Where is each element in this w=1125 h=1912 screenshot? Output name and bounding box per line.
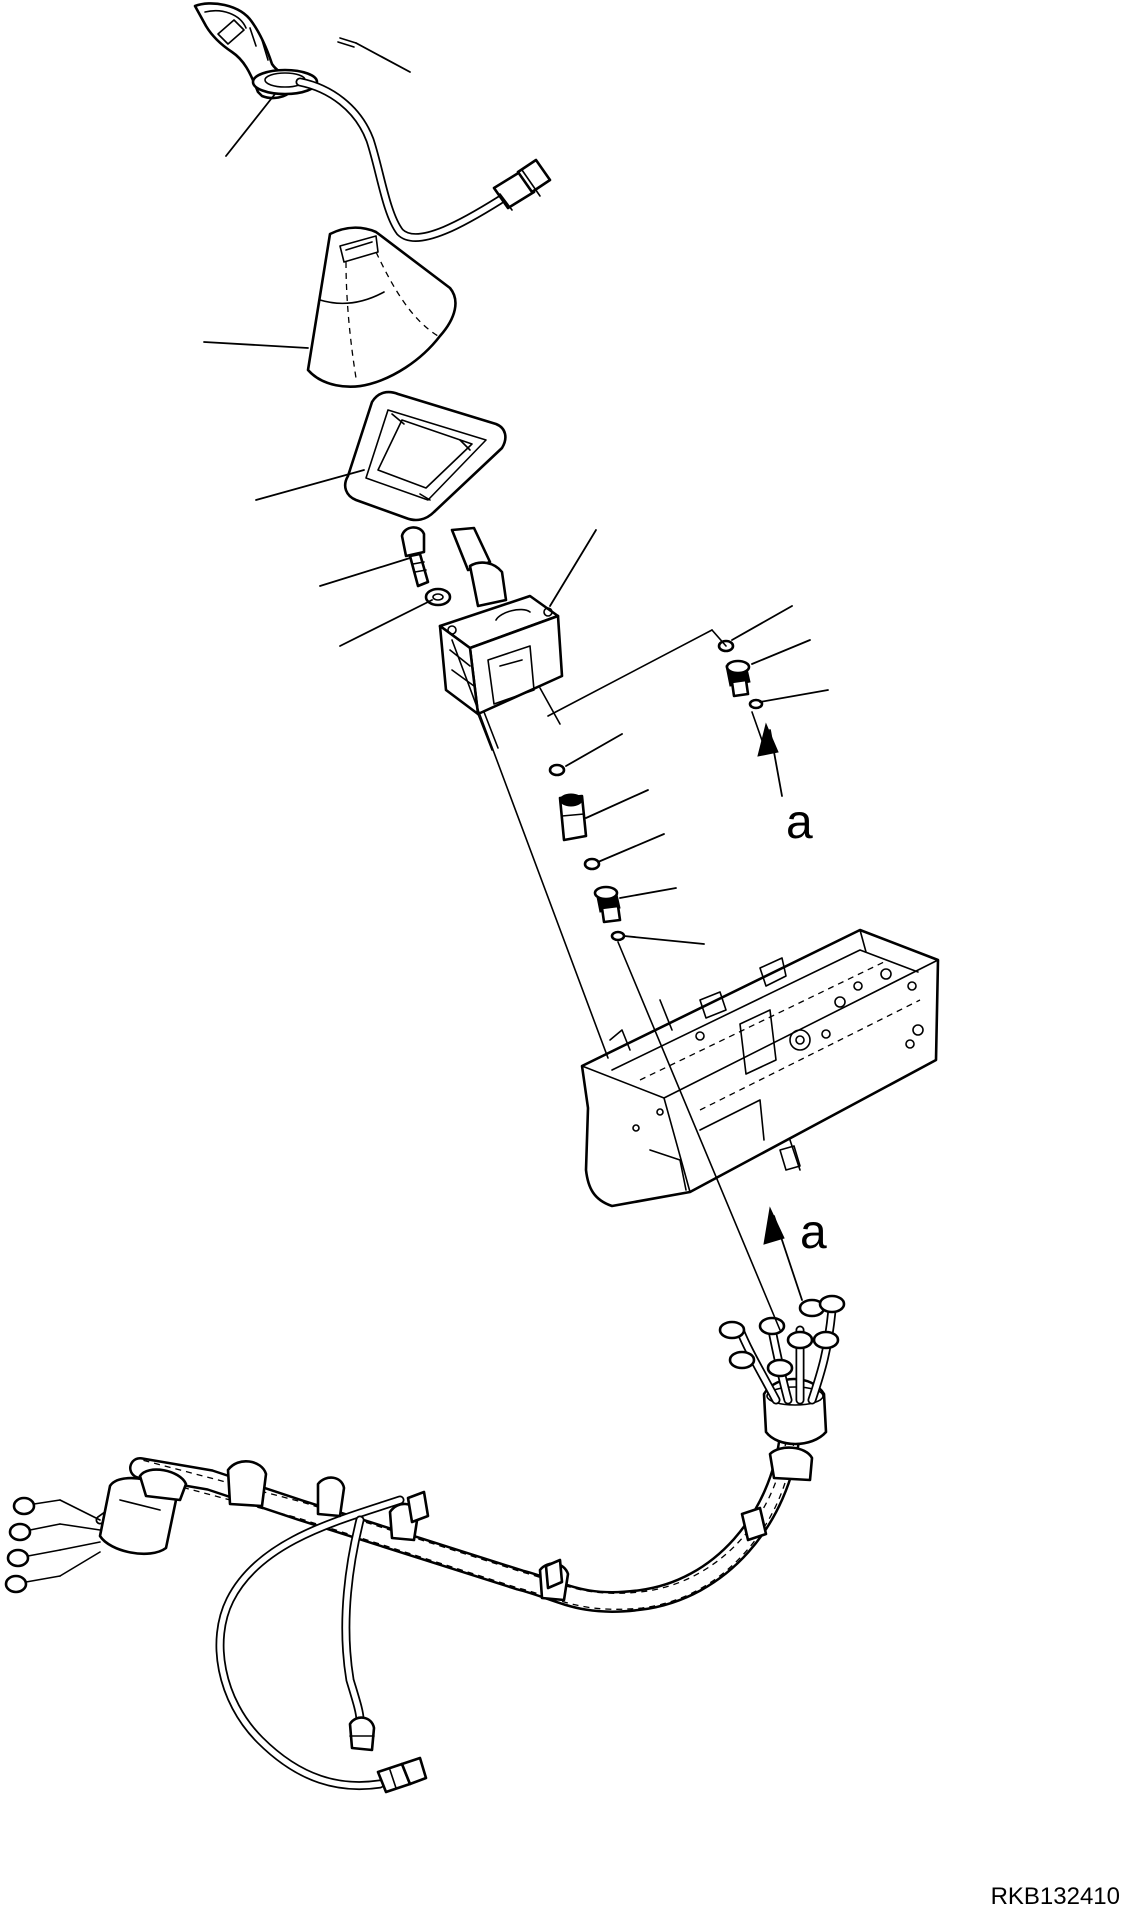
adapter-right [725,659,751,698]
o-ring-center-2 [583,857,601,871]
o-ring-center-1 [548,763,566,777]
hose-end-fitting-2 [376,1756,428,1794]
mounting-bolt [400,526,430,588]
hose-fittings-left [4,1496,101,1594]
grip-cable [295,77,505,242]
straight-adapter [593,885,622,924]
joystick-boot [306,226,457,388]
assembly-lines [451,629,781,1331]
washer [424,587,452,607]
drawing-code: RKB132410 [991,1883,1120,1910]
elbow-adapter [558,793,588,842]
grip-pin [337,37,357,48]
hose-fittings-top [718,1294,846,1378]
hose-harness [4,1294,846,1794]
mounting-plate [343,390,507,522]
view-arrow-upper: a [757,722,813,849]
view-marker-upper: a [786,796,813,849]
o-ring-center-3 [610,930,626,942]
cable-connector [492,158,552,211]
hose-end-fitting-1 [348,1716,376,1752]
o-ring-right-bottom [748,698,764,710]
view-arrow-lower: a [763,1206,827,1301]
view-marker-lower: a [800,1206,827,1259]
pilot-control-valve [438,526,564,751]
console-frame [580,928,940,1208]
joystick-grip [193,2,319,100]
leader-lines [203,42,829,945]
